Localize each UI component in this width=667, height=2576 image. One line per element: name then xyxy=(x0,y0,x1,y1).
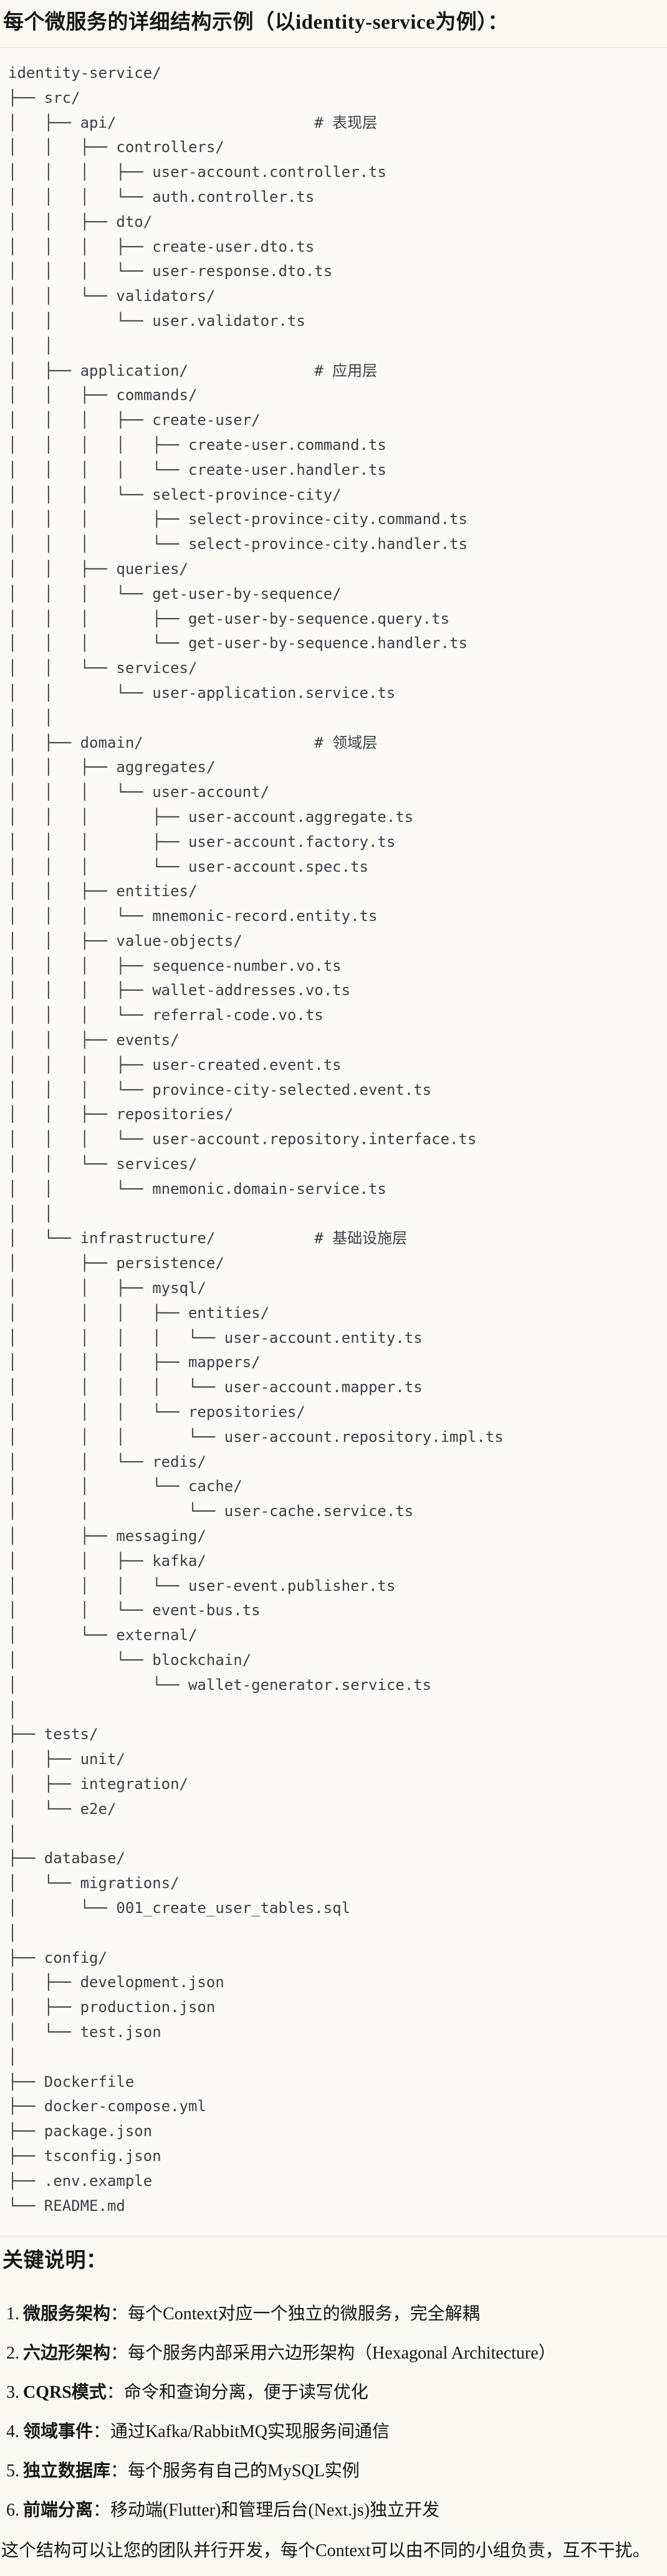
note-desc: ：命令和查询分离，便于读写优化 xyxy=(106,2383,368,2403)
note-term: 六边形架构 xyxy=(23,2344,111,2364)
note-item: 1.微服务架构：每个Context对应一个独立的微服务，完全解耦 xyxy=(6,2302,665,2327)
note-desc: ：每个服务内部采用六边形架构（Hexagonal Architecture） xyxy=(110,2344,556,2364)
note-number: 6. xyxy=(6,2501,19,2521)
note-item: 3.CQRS模式：命令和查询分离，便于读写优化 xyxy=(6,2380,665,2405)
note-number: 4. xyxy=(6,2422,19,2442)
note-term: 领域事件 xyxy=(23,2422,94,2442)
note-item: 4.领域事件：通过Kafka/RabbitMQ实现服务间通信 xyxy=(6,2420,665,2445)
note-desc: ：通过Kafka/RabbitMQ实现服务间通信 xyxy=(93,2422,390,2442)
file-tree-code-block: identity-service/ ├── src/ │ ├── api/ # … xyxy=(0,47,667,2237)
note-number: 3. xyxy=(6,2383,19,2403)
note-number: 1. xyxy=(6,2304,19,2324)
note-term: 微服务架构 xyxy=(23,2304,111,2324)
note-desc: ：移动端(Flutter)和管理后台(Next.js)独立开发 xyxy=(93,2501,440,2521)
note-number: 2. xyxy=(6,2344,19,2364)
note-term: CQRS模式 xyxy=(23,2383,107,2403)
note-item: 5.独立数据库：每个服务有自己的MySQL实例 xyxy=(6,2459,665,2484)
note-term: 独立数据库 xyxy=(23,2461,111,2481)
note-term: 前端分离 xyxy=(23,2501,94,2521)
page-title: 每个微服务的详细结构示例（以identity-service为例）： xyxy=(3,11,509,34)
note-desc: ：每个服务有自己的MySQL实例 xyxy=(110,2461,360,2481)
file-tree: identity-service/ ├── src/ │ ├── api/ # … xyxy=(8,64,504,2215)
note-item: 2.六边形架构：每个服务内部采用六边形架构（Hexagonal Architec… xyxy=(6,2341,665,2366)
note-item: 6.前端分离：移动端(Flutter)和管理后台(Next.js)独立开发 xyxy=(6,2498,665,2523)
notes-heading: 关键说明： xyxy=(2,2249,107,2273)
note-number: 5. xyxy=(6,2461,19,2481)
closing-paragraph: 这个结构可以让您的团队并行开发，每个Context可以由不同的小组负责，互不干扰… xyxy=(1,2541,650,2561)
note-desc: ：每个Context对应一个独立的微服务，完全解耦 xyxy=(110,2304,480,2324)
notes-section: 关键说明： 1.微服务架构：每个Context对应一个独立的微服务，完全解耦 2.… xyxy=(0,2247,667,2576)
